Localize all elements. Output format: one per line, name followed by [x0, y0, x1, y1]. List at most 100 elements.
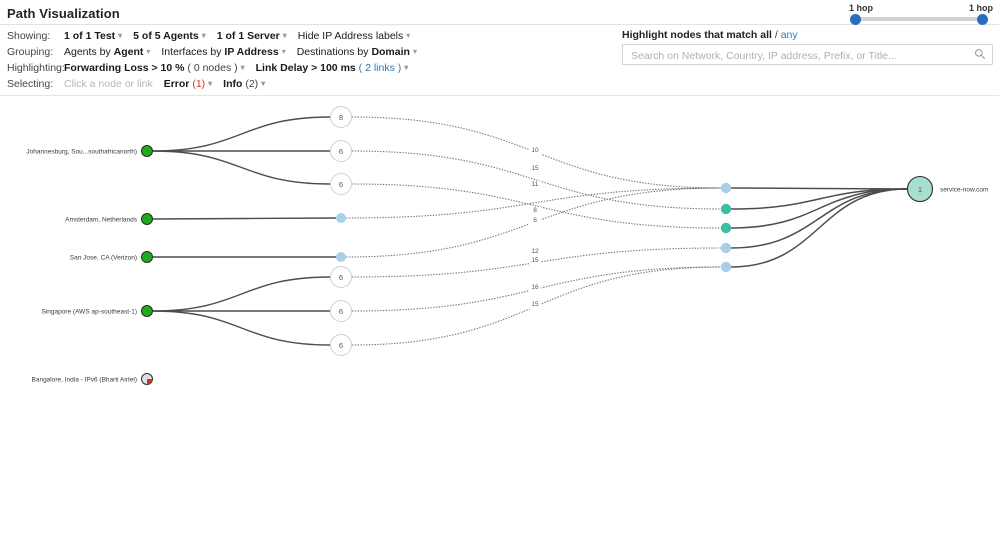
control-row: Highlighting:Forwarding Loss > 10 % ( 0 … — [0, 60, 610, 76]
graph-link-interface-destination[interactable] — [730, 187, 908, 190]
graph-link-agent-hop[interactable] — [152, 217, 337, 220]
control-option[interactable]: Hide IP Address labels▾ — [298, 28, 410, 45]
edge-label: 11 — [532, 181, 539, 188]
interface-node[interactable] — [720, 242, 732, 254]
graph-link-hop-interface[interactable] — [351, 266, 722, 346]
hop-node-count: 6 — [339, 147, 343, 156]
agent-node-circle[interactable] — [141, 213, 153, 225]
chevron-down-icon[interactable]: ▾ — [412, 47, 417, 56]
chevron-down-icon[interactable]: ▾ — [281, 47, 286, 56]
control-option[interactable]: 1 of 1 Test▾ — [64, 28, 122, 45]
control-option[interactable]: Agents by Agent▾ — [64, 44, 150, 61]
graph-link-hop-interface[interactable] — [345, 187, 722, 258]
hop-node-circle[interactable] — [330, 300, 352, 322]
interface-node[interactable] — [720, 222, 732, 234]
graph-link-agent-hop[interactable] — [152, 116, 331, 152]
chevron-down-icon[interactable]: ▾ — [146, 47, 151, 56]
edge-label-background — [529, 217, 541, 225]
control-option-text: Error — [163, 78, 190, 90]
chevron-down-icon[interactable]: ▾ — [282, 31, 287, 40]
chevron-down-icon[interactable]: ▾ — [406, 31, 411, 40]
graph-link-hop-interface[interactable] — [351, 266, 722, 312]
destination-node[interactable] — [906, 175, 934, 203]
agent-node-circle[interactable] — [141, 251, 153, 263]
hop-node-circle[interactable] — [330, 140, 352, 162]
graph-link-agent-hop[interactable] — [152, 276, 331, 312]
control-option-value: IP Address — [224, 46, 279, 58]
hop-slider-min-label: 1 hop — [849, 3, 873, 13]
interface-node[interactable] — [720, 203, 732, 215]
control-option[interactable]: 1 of 1 Server▾ — [217, 28, 287, 45]
control-option-count: (2) — [242, 78, 259, 90]
control-row-label: Grouping: — [7, 46, 54, 58]
hop-slider-track[interactable] — [852, 17, 986, 21]
graph-link-hop-interface[interactable] — [351, 150, 722, 210]
hop-node-circle[interactable] — [330, 173, 352, 195]
agent-node[interactable]: San Jose, CA (Verizon) — [70, 251, 153, 263]
hop-node-circle[interactable] — [330, 334, 352, 356]
graph-link-interface-destination[interactable] — [730, 188, 908, 268]
control-option[interactable]: 5 of 5 Agents▾ — [133, 28, 206, 45]
edge-label: 15 — [531, 301, 539, 308]
control-option[interactable]: Link Delay > 100 ms ( 2 links )▾ — [256, 60, 409, 77]
destination-node-label: service-now.com — [940, 186, 988, 193]
interface-node[interactable] — [720, 261, 732, 273]
agent-node[interactable]: Bangalore, India - IPv6 (Bharti Airtel) — [32, 373, 153, 385]
chevron-down-icon[interactable]: ▾ — [240, 63, 245, 72]
search-field-wrapper[interactable] — [622, 44, 993, 66]
highlight-match-any[interactable]: any — [780, 29, 798, 41]
control-option[interactable]: Forwarding Loss > 10 % ( 0 nodes )▾ — [64, 60, 245, 77]
chevron-down-icon[interactable]: ▾ — [118, 31, 123, 40]
hop-node-count: 6 — [339, 307, 343, 316]
chevron-down-icon[interactable]: ▾ — [201, 31, 206, 40]
control-row-label: Showing: — [7, 30, 51, 42]
chevron-down-icon[interactable]: ▾ — [404, 63, 409, 72]
control-option[interactable]: Error (1)▾ — [164, 76, 212, 93]
graph-link-agent-hop[interactable] — [152, 310, 331, 346]
search-input[interactable] — [629, 45, 963, 66]
controls-panel: Showing: 1 of 1 Test▾ 5 of 5 Agents▾ 1 of 1… — [0, 28, 610, 92]
search-icon[interactable] — [974, 48, 986, 60]
toolbar-divider — [0, 95, 999, 96]
hop-slider-handle-max[interactable] — [977, 14, 988, 25]
highlight-match-all[interactable]: all — [760, 29, 772, 41]
control-row-label: Highlighting: — [7, 62, 65, 74]
page-title: Path Visualization — [7, 6, 120, 21]
hop-node-circle[interactable] — [330, 266, 352, 288]
graph-link-hop-interface[interactable] — [351, 183, 722, 229]
control-option-count-link[interactable]: ( 2 links ) — [355, 62, 402, 74]
agent-node[interactable]: Amsterdam, Netherlands — [65, 213, 153, 225]
hop-node-dot[interactable] — [336, 252, 346, 262]
control-option[interactable]: Interfaces by IP Address▾ — [161, 44, 285, 61]
agent-node-circle[interactable] — [141, 305, 153, 317]
graph-link-hop-interface[interactable] — [351, 116, 722, 189]
agent-node[interactable]: Johannesburg, Sou...southafricanorth) — [26, 145, 153, 157]
interface-node[interactable] — [720, 182, 732, 194]
path-graph-canvas[interactable]: Johannesburg, Sou...southafricanorth) Ams… — [0, 96, 999, 533]
highlight-title-prefix: Highlight nodes that match — [622, 29, 761, 41]
graph-link-interface-destination[interactable] — [730, 188, 908, 229]
hop-slider-max-label: 1 hop — [969, 3, 993, 13]
graph-link-agent-hop[interactable] — [152, 150, 331, 185]
control-option-text: Destinations by — [296, 46, 372, 58]
hop-node-dot[interactable] — [336, 213, 346, 223]
chevron-down-icon[interactable]: ▾ — [208, 79, 213, 88]
hop-node-circle[interactable] — [330, 106, 352, 128]
chevron-down-icon[interactable]: ▾ — [261, 79, 266, 88]
agent-node-label: San Jose, CA (Verizon) — [70, 254, 137, 261]
edge-label-background — [529, 147, 541, 155]
agent-node[interactable]: Singapore (AWS ap-southeast-1) — [41, 305, 153, 317]
agent-node-circle[interactable] — [141, 145, 153, 157]
hop-range-slider[interactable]: 1 hop 1 hop — [845, 3, 993, 25]
edge-label: 16 — [531, 284, 539, 291]
control-option[interactable]: Info (2)▾ — [223, 76, 265, 93]
control-option[interactable]: Destinations by Domain▾ — [297, 44, 417, 61]
graph-link-hop-interface[interactable] — [345, 187, 722, 219]
hop-slider-handle-min[interactable] — [850, 14, 861, 25]
graph-link-interface-destination[interactable] — [730, 188, 908, 249]
edge-label-background — [529, 257, 541, 265]
control-option-text: Info — [223, 78, 243, 90]
hop-node-count: 6 — [339, 180, 343, 189]
